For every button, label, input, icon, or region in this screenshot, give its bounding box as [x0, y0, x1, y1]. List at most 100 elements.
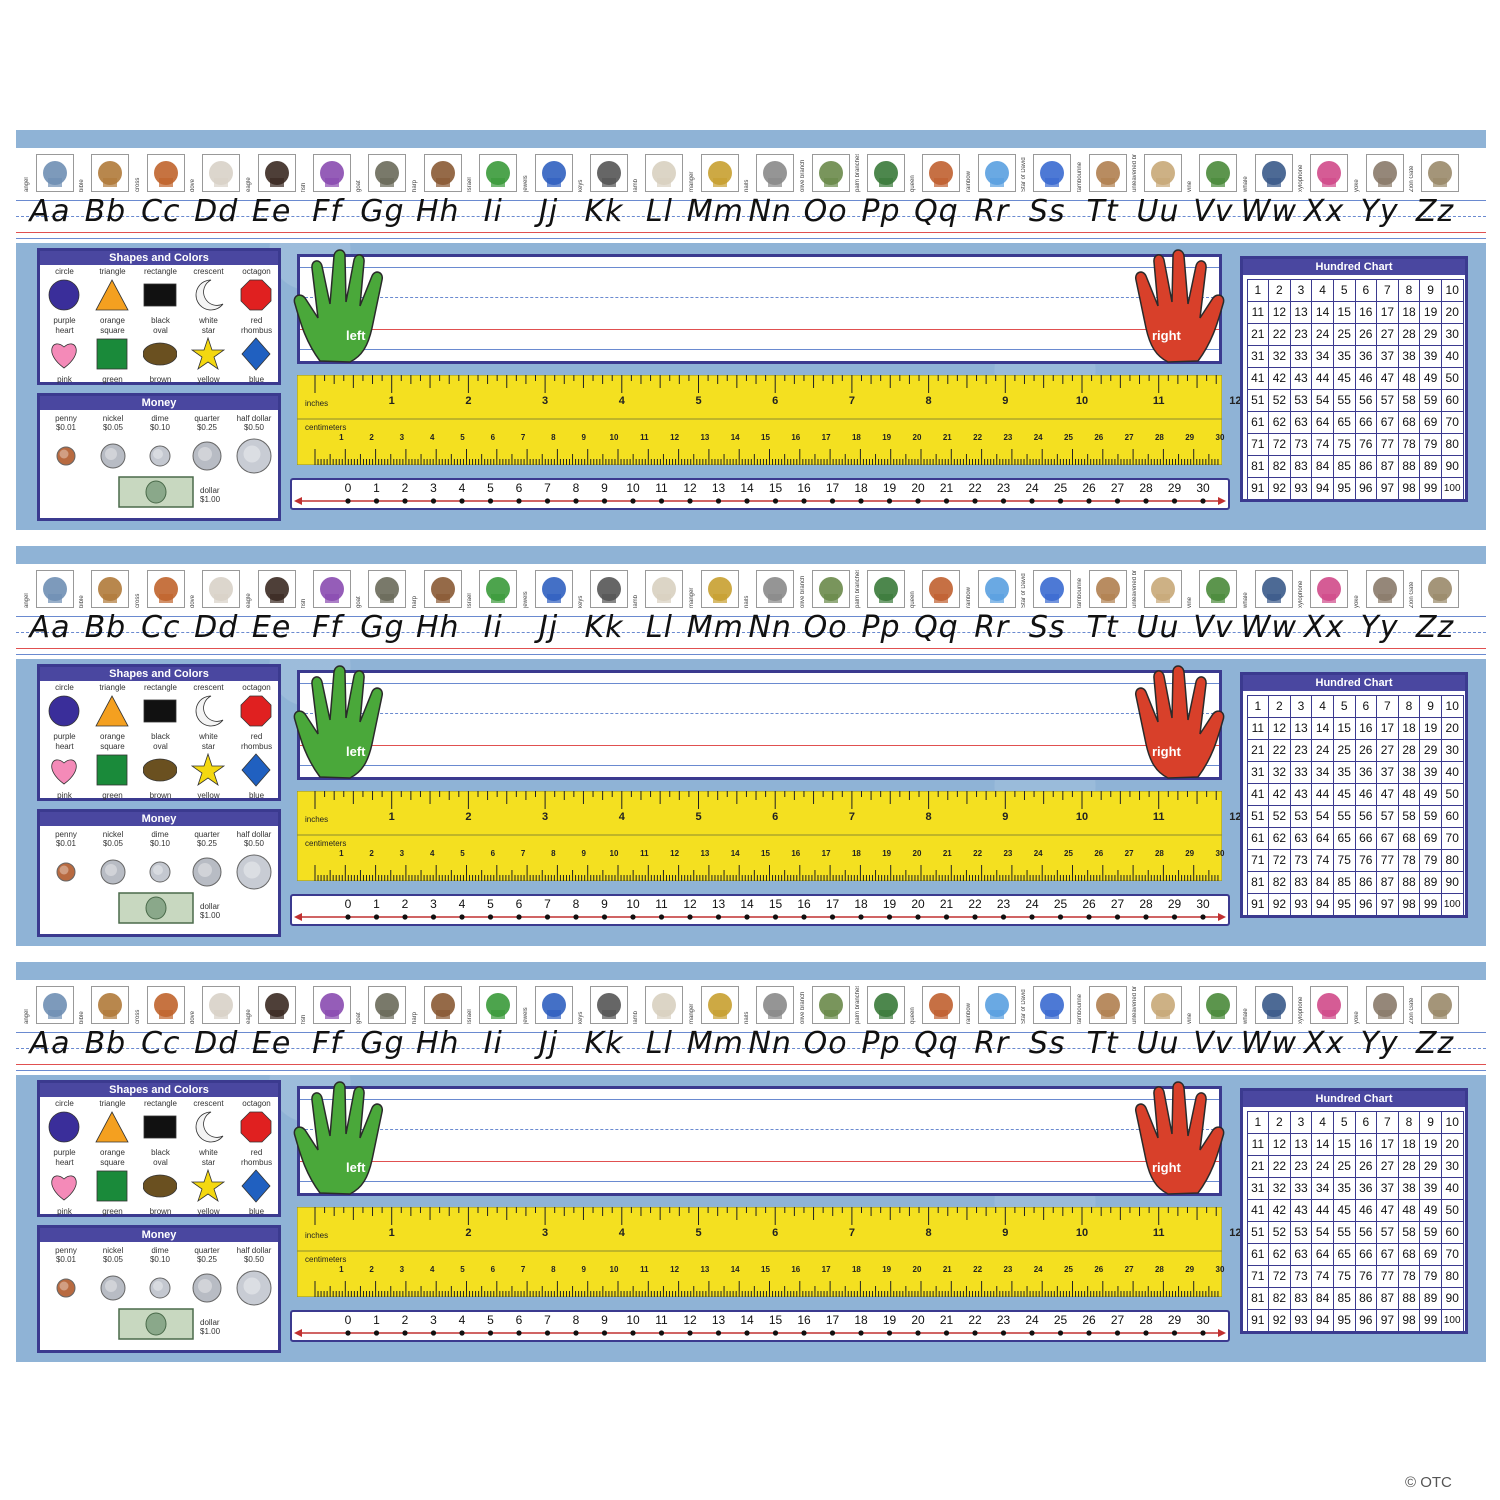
picture-icon [146, 986, 185, 1024]
coin-name: penny [55, 1246, 77, 1255]
cm-number: 30 [1215, 433, 1225, 442]
hundred-cell: 12 [1268, 716, 1291, 740]
cm-number: 1 [339, 849, 344, 858]
hundred-cell: 2 [1268, 1110, 1291, 1134]
alphabet-letter: Xx [1304, 1026, 1345, 1061]
shape-name: square [100, 326, 125, 335]
number-line-dot [915, 498, 921, 504]
hundred-cell: 81 [1246, 454, 1270, 478]
cm-number: 4 [429, 1265, 435, 1274]
coin: dime$0.10 [136, 414, 184, 467]
color-name: white [199, 316, 218, 325]
hundred-cell: 79 [1419, 1264, 1442, 1288]
number-line-label: 15 [768, 897, 783, 911]
number-line-dot [943, 914, 950, 920]
coin-name: penny [55, 830, 77, 839]
hundred-cell: 22 [1268, 322, 1291, 346]
picture-caption: harp [411, 179, 418, 192]
cm-number: 25 [1064, 433, 1073, 442]
alphabet-letter: Ff [312, 610, 342, 645]
hundred-cell: 20 [1440, 1132, 1464, 1156]
hundred-cell: 13 [1289, 716, 1313, 740]
hundred-cell: 24 [1311, 1154, 1334, 1178]
alphabet-picture: Israel [467, 568, 519, 610]
alphabet-picture: manger [689, 568, 741, 610]
alphabet-letter: Yy [1360, 194, 1399, 229]
number-line-label: 29 [1167, 1313, 1182, 1327]
number-line-label: 30 [1196, 1313, 1210, 1327]
alphabet-letter: Gg [360, 1026, 405, 1061]
picture-caption: tambourine [1076, 577, 1083, 608]
hundred-cell: 64 [1311, 826, 1334, 850]
alphabet-letter: Xx [1304, 610, 1345, 645]
money-panel-title: Money [40, 1228, 278, 1242]
hundred-cell: 6 [1354, 278, 1378, 302]
cm-number: 13 [700, 433, 710, 442]
picture-icon [1033, 570, 1072, 608]
number-line-label: 1 [373, 897, 380, 911]
picture-caption: cross [134, 177, 141, 192]
hundred-cell: 87 [1376, 454, 1399, 478]
alphabet-letter: Xx [1304, 194, 1345, 229]
inch-number: 12 [1229, 1227, 1242, 1239]
writing-line [300, 349, 1219, 350]
hundred-cell: 76 [1354, 848, 1378, 872]
shape-name: rhombus [240, 742, 273, 751]
alphabet-letter: Ss [1028, 194, 1066, 229]
coin: quarter$0.25 [183, 830, 231, 887]
name-writing-area[interactable] [297, 254, 1222, 364]
coin-value: $0.05 [102, 1255, 124, 1264]
alphabet-picture: dove [190, 984, 242, 1026]
shape-name: triangle [99, 1099, 126, 1108]
hundred-cell: 50 [1440, 366, 1464, 390]
circle-icon [47, 278, 81, 312]
coin: nickel$0.05 [89, 414, 137, 469]
dollar-bill-icon [118, 1308, 194, 1340]
number-line-label: 19 [882, 1313, 897, 1327]
shape-name: star [201, 326, 216, 335]
alphabet-picture: rainbow [966, 152, 1018, 194]
cm-number: 10 [609, 433, 619, 442]
oval-icon [142, 753, 178, 787]
name-writing-area[interactable] [297, 670, 1222, 780]
hundred-cell: 51 [1246, 388, 1270, 412]
alphabet-picture: nails [744, 152, 796, 194]
hundred-cell: 61 [1246, 1242, 1270, 1266]
picture-icon [590, 154, 628, 192]
cm-number: 19 [882, 849, 892, 858]
hundred-cell: 54 [1311, 1220, 1334, 1244]
alphabet-letter: Ee [251, 194, 292, 229]
number-line-label: 17 [825, 1313, 840, 1327]
handwriting-lines [16, 1028, 1486, 1072]
hundred-cell: 16 [1354, 716, 1378, 740]
picture-icon [534, 154, 573, 192]
hundred-cell: 34 [1311, 760, 1334, 784]
number-line-label: 11 [655, 1313, 668, 1327]
alphabet-letter: Gg [360, 610, 405, 645]
crescent-icon [191, 278, 225, 312]
hundred-cell: 4 [1311, 278, 1334, 302]
hundred-cell: 73 [1289, 848, 1313, 872]
hundred-cell: 7 [1376, 1110, 1399, 1134]
cm-number: 9 [581, 433, 586, 442]
coin: half dollar$0.50 [230, 830, 278, 890]
hundred-cell: 7 [1376, 278, 1399, 302]
coin: nickel$0.05 [89, 1246, 137, 1301]
number-line-label: 5 [487, 481, 494, 495]
hundred-cell: 21 [1246, 738, 1270, 762]
hundred-cell: 70 [1440, 410, 1464, 434]
hundred-cell: 94 [1311, 476, 1334, 500]
hundred-cell: 97 [1376, 892, 1399, 916]
name-writing-area[interactable] [297, 1086, 1222, 1196]
alphabet-picture: jewels [523, 984, 575, 1026]
picture-icon [811, 570, 850, 608]
hundred-cell: 51 [1246, 804, 1270, 828]
right-hand-label: right [1152, 744, 1181, 759]
